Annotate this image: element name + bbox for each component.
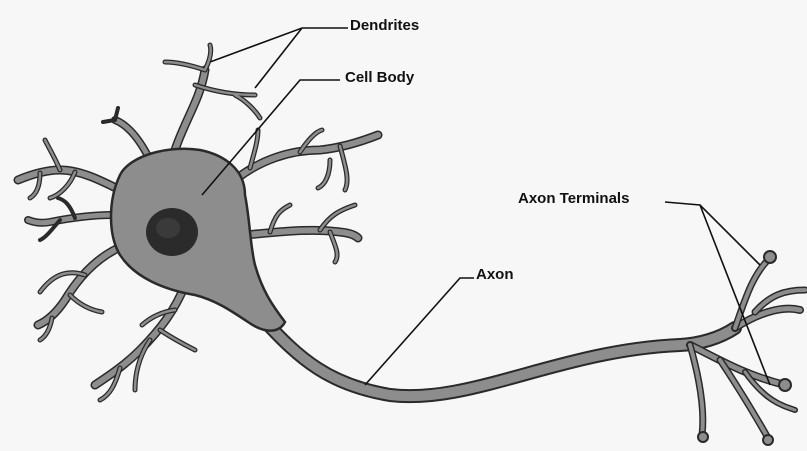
axon <box>262 318 735 396</box>
cell-body-label: Cell Body <box>345 70 414 85</box>
axon-label: Axon <box>476 267 514 282</box>
axon-terminals-leader <box>665 202 760 265</box>
axon-terminals <box>690 251 805 445</box>
cell-body <box>111 149 285 331</box>
terminal-lower <box>690 345 795 445</box>
terminal-upper <box>735 251 805 328</box>
axon-leader <box>365 278 474 385</box>
dendrites-label: Dendrites <box>350 18 419 33</box>
axon-terminals-label: Axon Terminals <box>518 191 629 206</box>
